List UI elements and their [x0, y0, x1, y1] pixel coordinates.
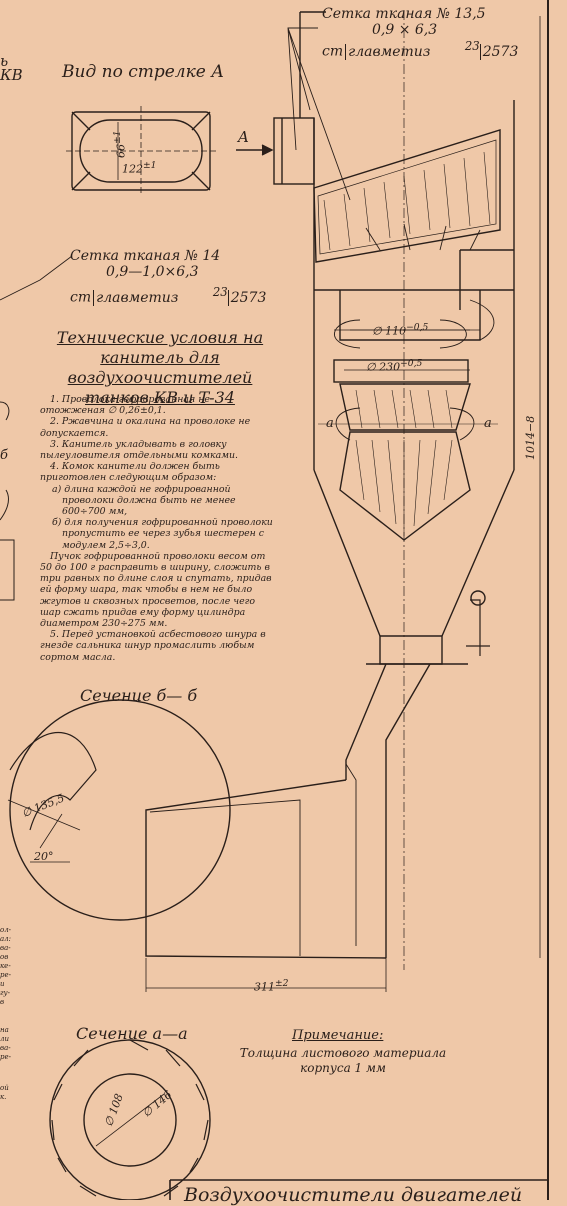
- left-edge-mid: ол- ал: ва- ов ке- ре- и гу- в: [0, 926, 12, 1006]
- mesh-top-sup: 23: [464, 39, 480, 53]
- dim-d230-tol: +0,5: [400, 358, 423, 369]
- spec-item: 1. Проволока гофрированная не отожженая …: [40, 394, 210, 417]
- spec-heading: Технические условия на канитель для возд…: [56, 328, 264, 407]
- mesh-left-line2: 0,9—1,0×6,3: [106, 264, 199, 280]
- leader-mesh-top: [287, 27, 351, 201]
- dim-sec-b-ang: 20°: [34, 850, 54, 863]
- dim-width-tol: ±2: [275, 978, 289, 989]
- mesh-left-line1: Сетка тканая № 14: [70, 248, 221, 264]
- spec-item: 4. Комок канители должен быть приготовле…: [40, 461, 220, 484]
- left-edge-bottom: ой к.: [0, 1084, 9, 1101]
- dim-oval-w-value: 122: [122, 162, 143, 176]
- mark-a-right: a: [484, 416, 492, 431]
- flow-arrows: [334, 223, 495, 441]
- mark-a-left: a: [326, 416, 334, 431]
- mesh-left-sup: 23: [212, 285, 228, 299]
- spec-item: б) для получения гофрированной проволоки…: [52, 517, 273, 551]
- dim-height: 1014−8: [524, 416, 537, 460]
- spec-list: 1. Проволока гофрированная не отожженая …: [40, 394, 276, 663]
- cleaner-body: [145, 10, 515, 970]
- spec-item: а) длина каждой не гофрированной проволо…: [52, 483, 236, 518]
- section-b-title: Сечение б— б: [80, 686, 198, 705]
- dim-oval-h-value: 66: [114, 144, 128, 158]
- spec-item: 2. Ржавчина и окалина на проволоке не до…: [40, 416, 251, 439]
- arrow-label: A: [238, 128, 249, 146]
- spec-item: 3. Канитель укладывать в головку пылеуло…: [40, 438, 239, 462]
- section-a-title: Сечение а—а: [76, 1024, 188, 1043]
- mesh-top-org: главметиз: [345, 43, 431, 60]
- note-text: Толщина листового материала корпуса 1 мм: [239, 1046, 447, 1075]
- footer-title: Воздухоочистители двигателей: [184, 1184, 523, 1206]
- dim-d230-value: ∅ 230: [366, 360, 401, 374]
- spec-item: 5. Перед установкой асбестового шнура в …: [40, 629, 266, 663]
- dim-oval-h: 66±1: [112, 131, 128, 159]
- dim-width-value: 311: [254, 980, 275, 994]
- dim-d110: ∅ 110−0,5: [372, 322, 428, 338]
- mesh-left-std: ст: [70, 289, 92, 306]
- section-a-figure: [49, 1039, 211, 1200]
- dim-d110-tol: −0,5: [406, 322, 429, 333]
- spec-item: Пучок гофрированной проволоки весом от 5…: [40, 550, 272, 630]
- dim-width: 311±2: [254, 978, 289, 994]
- mesh-top-line2: 0,9 × 6,3: [372, 22, 438, 38]
- left-edge-top: ь КВ: [0, 52, 23, 84]
- mesh-top-num: 2573: [479, 43, 519, 60]
- dim-height-tol: −8: [524, 415, 537, 432]
- dim-height-value: 1014: [524, 432, 537, 460]
- leader-mesh-left: [0, 255, 73, 301]
- left-fragment-shapes: [0, 401, 15, 601]
- view-title: Вид по стрелке А: [62, 62, 225, 82]
- filter-hatching: [323, 151, 491, 536]
- mesh-left-num: 2573: [227, 289, 267, 306]
- view-a-figure: [66, 106, 216, 196]
- mark-b-left: б: [0, 448, 8, 463]
- mesh-left-org: главметиз: [93, 289, 179, 306]
- dim-oval-w-tol: ±1: [143, 160, 157, 171]
- mesh-top-std: ст: [322, 43, 344, 60]
- dim-d230: ∅ 230+0,5: [366, 358, 422, 374]
- dimension-lines: [145, 16, 541, 992]
- left-edge-low: на ли ва- ре-: [0, 1026, 11, 1061]
- arrow-a-figure: [236, 144, 274, 156]
- note-title: Примечание:: [292, 1028, 384, 1043]
- dim-d110-value: ∅ 110: [372, 324, 407, 338]
- dim-oval-h-tol: ±1: [112, 130, 123, 145]
- mesh-top-line1: Сетка тканая № 13,5: [322, 6, 486, 22]
- dim-oval-w: 122±1: [122, 160, 157, 176]
- section-b-figure: [7, 699, 231, 921]
